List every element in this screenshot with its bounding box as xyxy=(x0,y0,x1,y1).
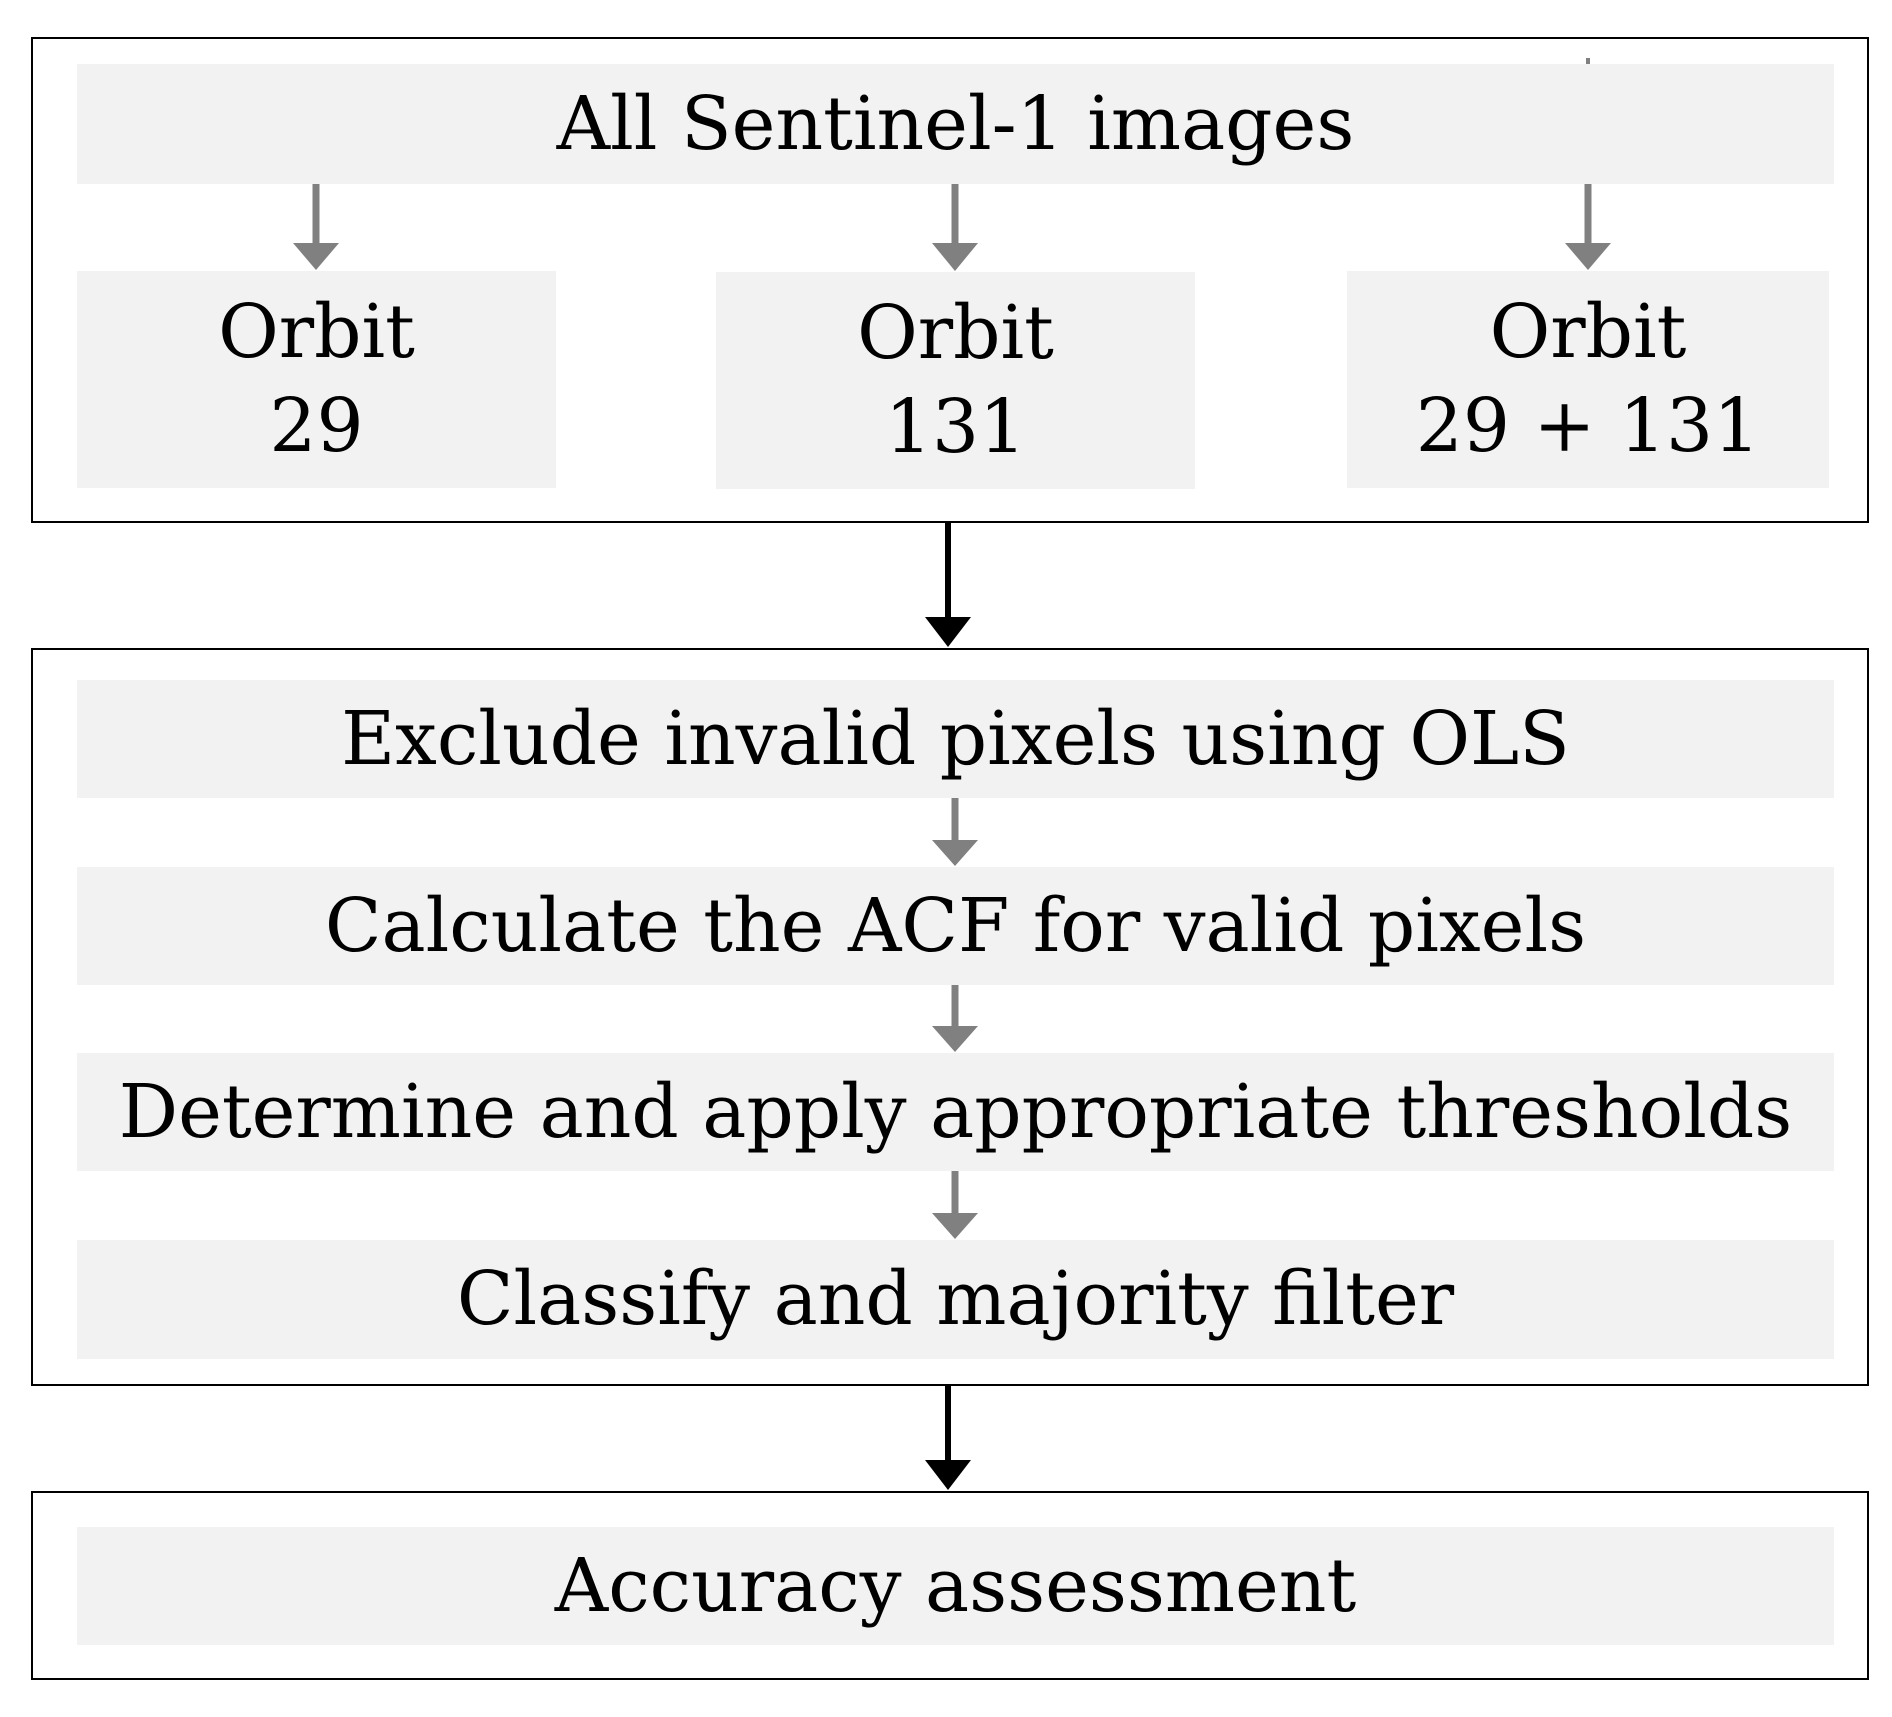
classify-majority-filter-label: Classify and majority filter xyxy=(456,1256,1455,1343)
all-sentinel-images-box: All Sentinel-1 images xyxy=(77,64,1834,184)
calculate-acf-label: Calculate the ACF for valid pixels xyxy=(324,882,1587,969)
all-sentinel-images-label: All Sentinel-1 images xyxy=(556,80,1355,167)
orbit-29-number: 29 xyxy=(269,382,364,469)
exclude-invalid-pixels-label: Exclude invalid pixels using OLS xyxy=(341,695,1570,782)
accuracy-assessment-box: Accuracy assessment xyxy=(77,1527,1834,1645)
orbit-29-131-box: Orbit 29 + 131 xyxy=(1347,271,1829,488)
determine-thresholds-box: Determine and apply appropriate threshol… xyxy=(77,1053,1834,1171)
orbit-131-title: Orbit xyxy=(857,289,1054,376)
orbit-29-box: Orbit 29 xyxy=(77,271,556,488)
orbit-29-title: Orbit xyxy=(218,288,415,375)
determine-thresholds-label: Determine and apply appropriate threshol… xyxy=(118,1068,1793,1155)
orbit-29-131-number: 29 + 131 xyxy=(1415,382,1761,469)
orbit-29-131-title: Orbit xyxy=(1489,288,1687,375)
arrow-inputs-to-processing xyxy=(925,523,971,647)
exclude-invalid-pixels-box: Exclude invalid pixels using OLS xyxy=(77,680,1834,798)
calculate-acf-box: Calculate the ACF for valid pixels xyxy=(77,867,1834,985)
orbit-131-box: Orbit 131 xyxy=(716,272,1195,489)
classify-majority-filter-box: Classify and majority filter xyxy=(77,1240,1834,1359)
arrow-processing-to-evaluation xyxy=(925,1386,971,1490)
orbit-131-number: 131 xyxy=(884,383,1027,470)
accuracy-assessment-label: Accuracy assessment xyxy=(554,1542,1357,1629)
